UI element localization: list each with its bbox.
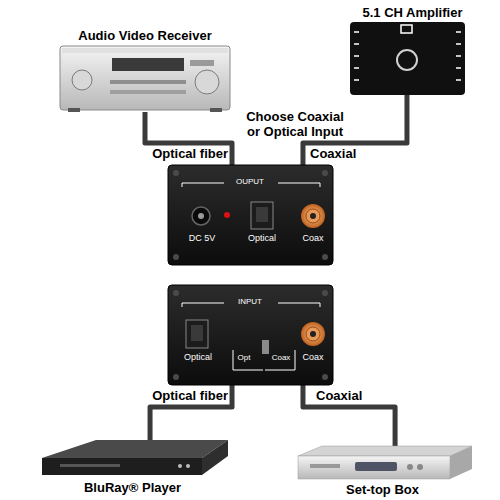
power-led (224, 212, 230, 218)
converter-output-box: OUPUT DC 5V Optical Coax (168, 165, 333, 265)
optical-port-opening (256, 207, 268, 222)
device-amplifier: 5.1 CH Amplifier (345, 3, 480, 95)
settop-slot (310, 464, 340, 468)
converter-body (168, 285, 333, 385)
player-front (42, 458, 202, 475)
receiver-display (112, 58, 184, 71)
node-heading: Set-top Box (290, 483, 475, 498)
cable-label: Optical fiber (118, 147, 228, 162)
optical-port (251, 202, 273, 229)
port-label: Coax (293, 352, 333, 362)
amplifier-body (350, 22, 465, 95)
screw (322, 254, 328, 260)
screw (322, 374, 328, 380)
device-receiver: Audio Video Receiver (55, 26, 235, 112)
receiver-body (60, 46, 230, 110)
coax-port-pin (310, 331, 316, 337)
converter-input-box: INPUT Optical Opt CoaxCoax (168, 285, 333, 385)
screw (173, 374, 179, 380)
receiver-top-edge (62, 48, 228, 53)
dc-jack-pin (198, 213, 204, 219)
port-label: Optical (242, 233, 282, 243)
cable-label: Coaxial (310, 147, 400, 162)
settop-button (407, 464, 413, 470)
coax-port-ring (306, 209, 320, 223)
screw (322, 290, 328, 296)
settop-button (417, 464, 423, 470)
optical-port-opening (191, 325, 203, 341)
node-heading: BluRay® Player (35, 481, 230, 496)
player-button (186, 464, 190, 468)
cable-label: Coaxial (316, 389, 406, 404)
settop-side (450, 446, 472, 479)
device-settop: Set-top Box (290, 446, 475, 498)
coax-port (301, 322, 325, 346)
selector-switch (262, 340, 269, 354)
player-top (42, 440, 228, 458)
receiver-knob (195, 70, 219, 94)
dc-jack (192, 207, 210, 225)
receiver-button-row (110, 80, 186, 84)
node-heading: 5.1 CH Amplifier (345, 6, 480, 21)
amplifier-knob (397, 50, 417, 70)
screw (322, 170, 328, 176)
player-side (202, 440, 228, 475)
port-label: Opt (230, 354, 258, 363)
player-button (178, 464, 182, 468)
amplifier-badge (401, 25, 412, 33)
instruction-note: Choose Coaxial or Optical Input (240, 110, 350, 139)
screw (173, 290, 179, 296)
coax-port-ring (306, 327, 320, 341)
receiver-button (190, 60, 214, 66)
player-tray (60, 464, 120, 467)
receiver-button-row (110, 90, 186, 94)
settop-front (298, 456, 450, 479)
node-heading: INPUT (222, 298, 278, 307)
coax-port-pin (310, 213, 316, 219)
coax-port (301, 204, 325, 228)
port-label: DC 5V (182, 233, 222, 243)
port-label: Coax (293, 233, 333, 243)
converter-body (168, 165, 333, 265)
screw (173, 254, 179, 260)
screw (173, 170, 179, 176)
cable-label: Optical fiber (118, 389, 228, 404)
receiver-foot (210, 108, 222, 112)
receiver-knob (72, 70, 92, 90)
settop-display (355, 462, 397, 471)
port-label: Coax (264, 354, 298, 363)
port-label: Optical (178, 352, 218, 362)
settop-top (298, 446, 472, 456)
amplifier-vents (354, 32, 461, 80)
node-heading: OUPUT (222, 178, 278, 187)
device-player: BluRay® Player (35, 440, 230, 498)
node-heading: Audio Video Receiver (55, 29, 235, 44)
optical-port (186, 320, 208, 348)
receiver-foot (68, 108, 80, 112)
